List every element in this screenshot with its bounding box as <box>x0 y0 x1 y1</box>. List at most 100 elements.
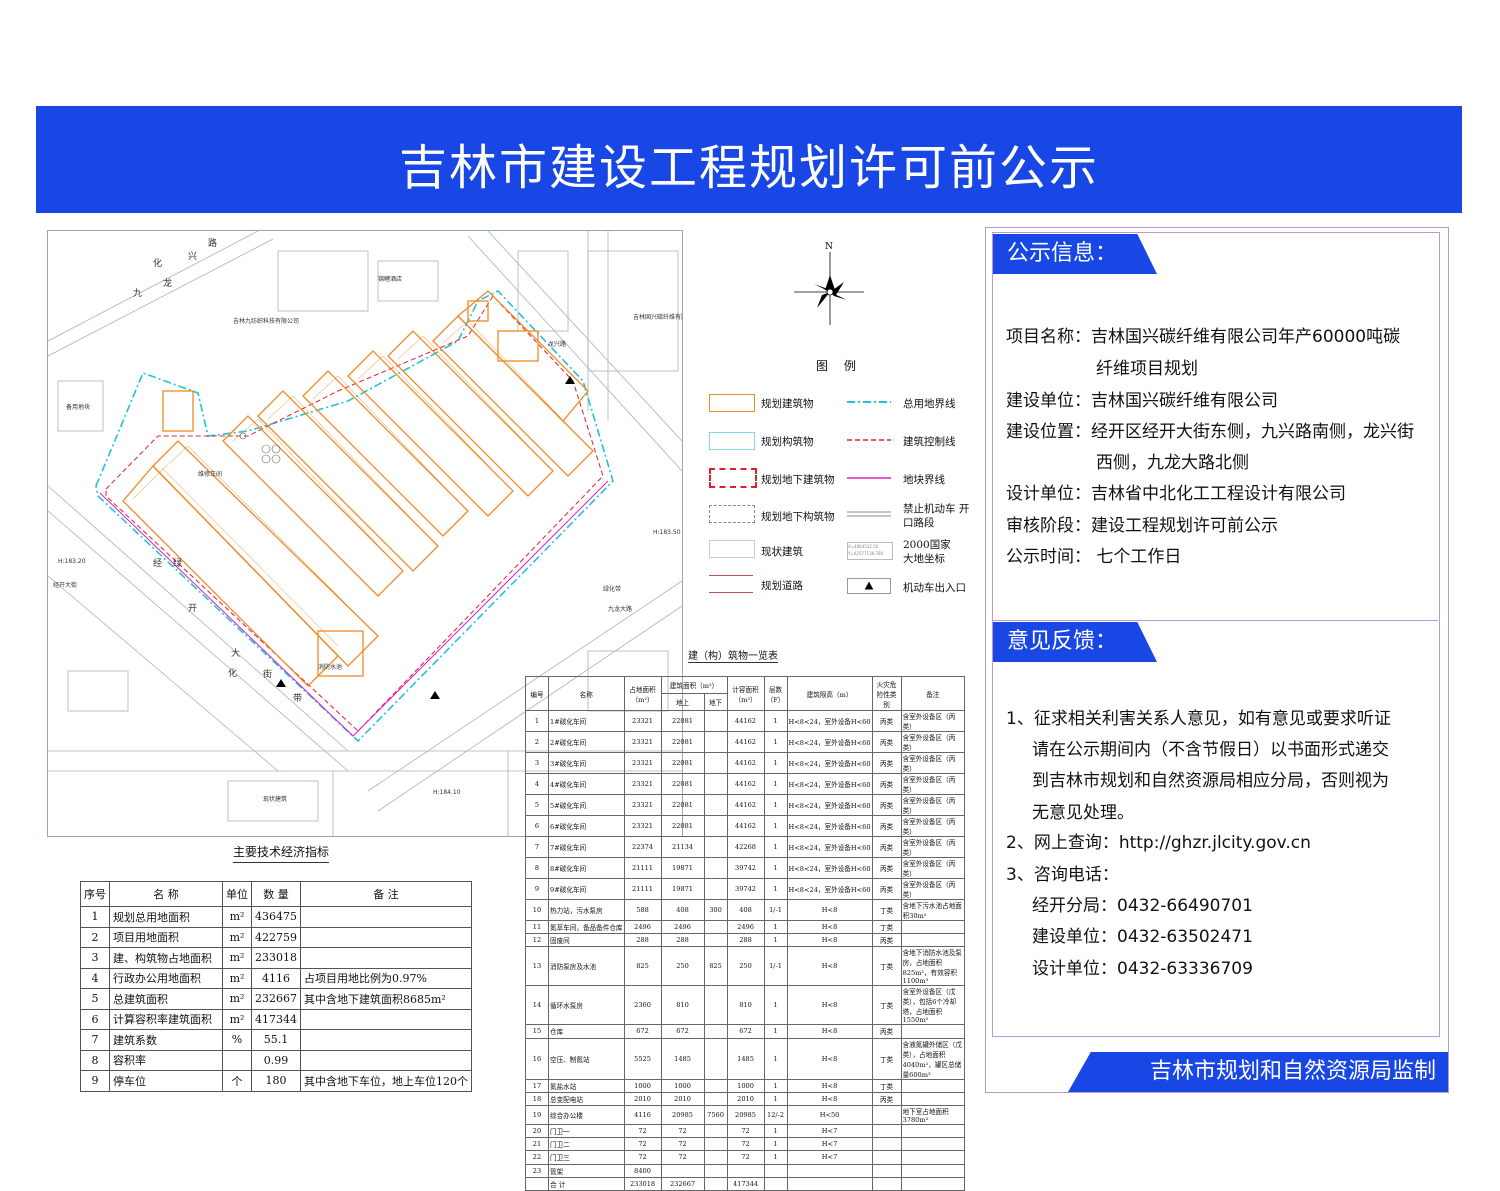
feedback-url[interactable]: 2、网上查询：http://ghzr.jlcity.gov.cn <box>1006 833 1311 853</box>
table-cell: 4116 <box>251 967 301 989</box>
table-cell <box>871 1163 902 1178</box>
table-cell: 含室外设备区（戊类），包括6个冷却塔，占地面积1550m² <box>900 985 966 1026</box>
page-title: 吉林市建设工程规划许可前公示 <box>398 140 1099 196</box>
table-cell <box>703 919 728 935</box>
plot-line-swatch <box>847 477 891 479</box>
feedback-line: 3、咨询电话： <box>1006 865 1119 885</box>
table-cell: m² <box>222 988 252 1010</box>
table-cell: 地下室占地面积3780m² <box>900 1104 966 1125</box>
table-cell: 丙类 <box>871 710 902 732</box>
table-cell: 22081 <box>660 731 705 753</box>
table-cell: 丁类 <box>871 1037 902 1080</box>
table-cell: 含室外设备区（丙类） <box>900 752 966 774</box>
road-label: 龙 <box>163 277 172 289</box>
legend-label: 规划构筑物 <box>761 436 814 448</box>
table-cell: 44162 <box>726 710 765 732</box>
table-cell: 4116 <box>623 1104 662 1125</box>
phone-line: 经开分局：0432-66490701 <box>1032 896 1253 916</box>
table-cell: 233018 <box>251 947 301 969</box>
table-cell: 14 <box>525 985 549 1026</box>
table-cell: 39742 <box>726 857 765 879</box>
phone-line: 建设单位：0432-63502471 <box>1032 927 1253 947</box>
table-cell: 288 <box>726 933 765 948</box>
table-cell: 72 <box>660 1150 705 1165</box>
table-cell: 1 <box>763 773 788 795</box>
legend-label: 规划地下构筑物 <box>761 511 835 523</box>
table-cell: 11 <box>525 919 549 935</box>
table-cell: 1485 <box>726 1037 765 1080</box>
table-cell <box>871 1176 902 1191</box>
col-header: 单位 <box>222 881 252 907</box>
table-cell: 丙类 <box>871 933 902 948</box>
col-header: 火灾危险性类别 <box>871 676 902 711</box>
table-cell: 21111 <box>623 878 662 900</box>
table-cell: 2496 <box>623 919 662 935</box>
table-cell: 个 <box>222 1070 252 1092</box>
legend-label: 总用地界线 <box>903 398 956 410</box>
table-cell: 23321 <box>623 710 662 732</box>
table-cell: 空压、制氮站 <box>548 1037 625 1080</box>
table-header: 序号 名 称 单位 数 量 备 注 <box>80 881 472 907</box>
boundary-line-swatch <box>847 401 891 403</box>
table-cell <box>900 1078 966 1093</box>
road-label: 兴 <box>188 251 197 262</box>
plan-label: 维修车间 <box>198 470 222 478</box>
table-cell: H<8 <box>786 1024 873 1039</box>
table-cell <box>900 1091 966 1106</box>
table-cell: 44162 <box>726 731 765 753</box>
table-cell: 氮萃车间，备品备件仓库 <box>548 919 625 935</box>
table-cell <box>300 947 472 969</box>
tanks <box>239 432 281 464</box>
table-cell: 丁类 <box>871 985 902 1026</box>
table-cell <box>300 926 472 948</box>
table-cell <box>703 1150 728 1165</box>
col-header: 占地面积（m²） <box>623 676 662 711</box>
legend-label: 地块界线 <box>903 474 945 486</box>
table-cell: 12/-2 <box>763 1104 788 1125</box>
table-cell: 门卫三 <box>548 1150 625 1165</box>
table-cell <box>871 1137 902 1152</box>
table-cell: 综合办公楼 <box>548 1104 625 1125</box>
table-cell: 22 <box>525 1150 549 1165</box>
table-cell: 含室外设备区（丙类） <box>900 857 966 879</box>
table-subheader: 地上 地下 <box>526 693 965 711</box>
legend: 规划建筑物 规划构筑物 规划地下建筑物 规划地下构筑物 现状建筑 规划道路 总用… <box>705 390 980 600</box>
info-line: 建设单位：吉林国兴碳纤维有限公司 <box>1006 391 1278 411</box>
table-cell: 417344 <box>251 1008 301 1030</box>
table-cell: 其中含地下车位，地上车位120个 <box>300 1070 472 1092</box>
table-cell: 丁类 <box>871 946 902 987</box>
feedback-line: 1、征求相关利害关系人意见，如有意见或要求听证 <box>1006 709 1391 729</box>
table-cell <box>900 933 966 948</box>
table-cell: 436475 <box>251 906 301 928</box>
table-cell: 300 <box>703 899 728 921</box>
table-cell: 6 <box>525 815 549 837</box>
table-cell: 2#碳化车间 <box>548 731 625 753</box>
table-cell: 2360 <box>623 985 662 1026</box>
building-table: 编号 名称 占地面积（m²） 建筑面积（m²） 计容面积（m²） 层数（F） 建… <box>525 676 966 1191</box>
table-cell: 22081 <box>660 815 705 837</box>
table-cell: 2010 <box>660 1091 705 1106</box>
table-cell: 22081 <box>660 752 705 774</box>
table-cell: 仓库 <box>548 1024 625 1039</box>
north-arrow: N <box>792 240 864 330</box>
table-cell: 固废间 <box>548 933 625 948</box>
table-cell: 23 <box>525 1163 549 1178</box>
table-cell: 含地下污水池占地面积30m² <box>900 899 966 921</box>
info-tag: 公示信息： <box>993 234 1157 274</box>
table-cell: 288 <box>623 933 662 948</box>
info-line: 公示时间： 七个工作日 <box>1006 547 1182 567</box>
table-cell <box>703 752 728 774</box>
table-cell: H<7 <box>786 1150 873 1165</box>
